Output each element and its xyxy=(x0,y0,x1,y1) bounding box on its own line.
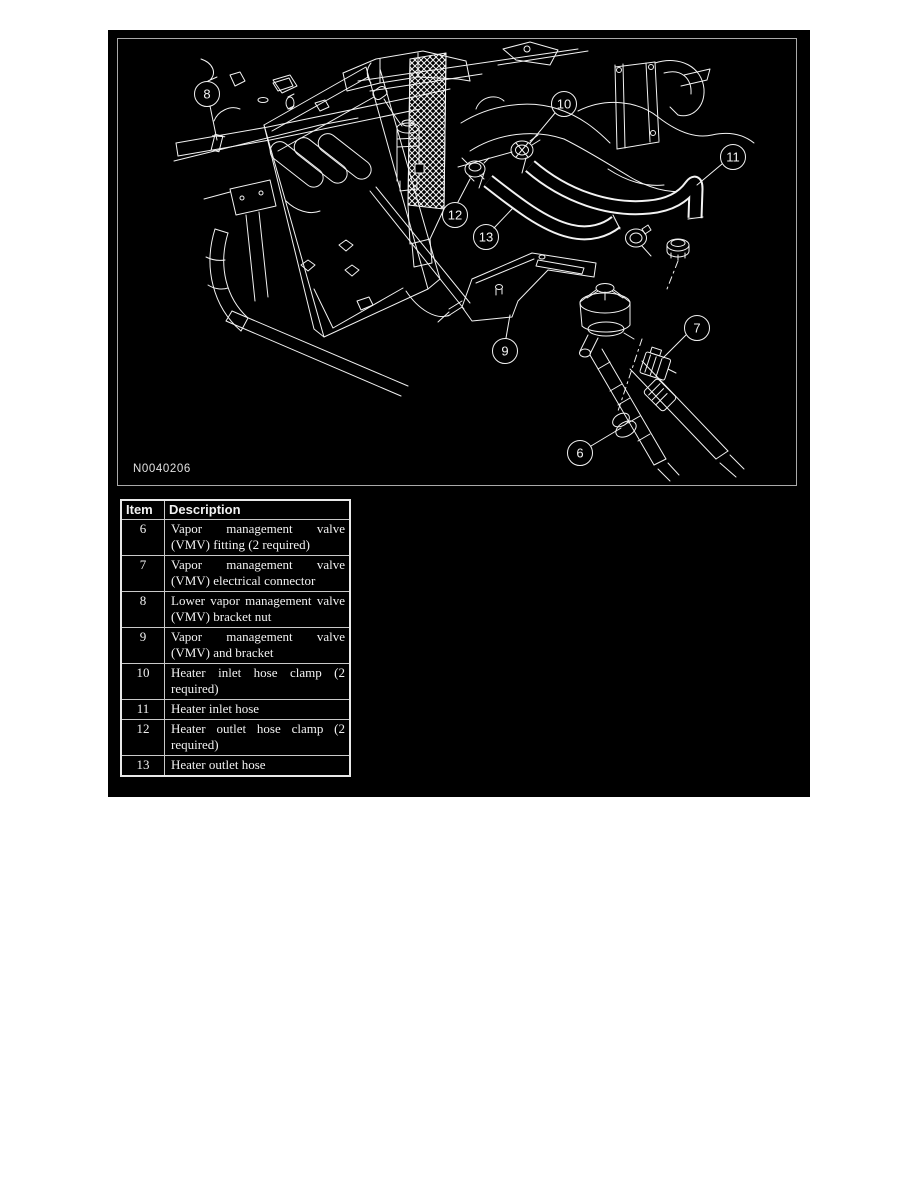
item-cell: 6 xyxy=(120,519,165,556)
description-cell: Lower vapor management valve (VMV) brack… xyxy=(164,591,351,628)
loose-hose-clamp xyxy=(625,224,652,257)
item-cell: 9 xyxy=(120,627,165,664)
callout-circle xyxy=(194,81,220,107)
description-cell: Heater outlet hose clamp (2 required) xyxy=(164,719,351,756)
vmv-hose-line xyxy=(629,360,745,478)
engine-outline-art xyxy=(457,96,755,193)
vmv-bracket xyxy=(437,252,597,323)
radiator-support-art xyxy=(614,60,711,150)
description-cell: Vapor management valve (VMV) and bracket xyxy=(164,627,351,664)
parts-table-header-row: Item Description xyxy=(120,499,351,520)
callout-9: 9 xyxy=(492,314,518,364)
callout-8: 8 xyxy=(194,81,220,141)
callout-circle xyxy=(551,91,577,117)
figure-id-label: N0040206 xyxy=(133,463,191,475)
description-column-header: Description xyxy=(164,499,351,520)
callout-circle xyxy=(567,440,593,466)
callout-layer: 6 7 8 9 10 11 12 13 xyxy=(194,81,746,466)
item-cell: 7 xyxy=(120,555,165,592)
callout-13: 13 xyxy=(473,208,513,250)
item-cell: 8 xyxy=(120,591,165,628)
callout-11: 11 xyxy=(696,144,746,186)
callout-circle xyxy=(720,144,746,170)
callout-number: 12 xyxy=(448,208,462,223)
vmv-electrical-connector xyxy=(617,338,677,412)
description-cell: Heater inlet hose xyxy=(164,699,351,720)
heater-box-panel-art xyxy=(225,66,471,397)
item-cell: 11 xyxy=(120,699,165,720)
callout-leader-line xyxy=(493,208,513,229)
callout-number: 6 xyxy=(576,446,583,461)
callout-12: 12 xyxy=(442,178,471,228)
item-cell: 10 xyxy=(120,663,165,700)
callout-circle xyxy=(442,202,468,228)
heater-outlet-hose-clamp xyxy=(461,157,490,182)
description-cell: Heater inlet hose clamp (2 required) xyxy=(164,663,351,700)
callout-circle xyxy=(684,315,710,341)
description-cell: Heater outlet hose xyxy=(164,755,351,777)
callout-leader-line xyxy=(529,112,556,144)
diagram-frame: 6 7 8 9 10 11 12 13 N0040206 xyxy=(117,38,797,486)
callout-number: 13 xyxy=(479,230,493,245)
callout-number: 8 xyxy=(203,87,210,102)
callout-leader-line xyxy=(590,427,622,447)
bracket-nut xyxy=(210,133,226,153)
vmv-valve xyxy=(579,283,635,358)
callout-10: 10 xyxy=(529,91,577,144)
callout-leader-line xyxy=(662,334,687,359)
manifold-tubes-art xyxy=(269,133,372,214)
item-cell: 12 xyxy=(120,719,165,756)
callout-leader-line xyxy=(696,163,723,186)
vmv-vapor-line xyxy=(589,348,680,482)
callout-circle xyxy=(492,338,518,364)
callout-leader-line xyxy=(209,105,218,141)
vmv-fitting-loose xyxy=(666,238,690,290)
heater-inlet-hose xyxy=(521,157,704,220)
heater-outlet-hose xyxy=(478,172,621,241)
callout-number: 11 xyxy=(726,150,740,165)
callout-number: 7 xyxy=(693,321,700,336)
callout-leader-line xyxy=(505,314,511,339)
description-cell: Vapor management valve (VMV) fitting (2 … xyxy=(164,519,351,556)
heater-inlet-hose-clamp xyxy=(510,134,541,160)
callout-7: 7 xyxy=(662,315,710,359)
callout-circle xyxy=(473,224,499,250)
description-cell: Vapor management valve (VMV) electrical … xyxy=(164,555,351,592)
item-cell: 13 xyxy=(120,755,165,777)
engine-compartment-illustration: 6 7 8 9 10 11 12 13 xyxy=(173,41,755,482)
item-column-header: Item xyxy=(120,499,165,520)
callout-6: 6 xyxy=(567,427,622,466)
wheel-arch-art xyxy=(203,179,277,332)
callout-number: 10 xyxy=(557,97,571,112)
callout-number: 9 xyxy=(501,344,508,359)
callout-leader-line xyxy=(457,178,471,203)
